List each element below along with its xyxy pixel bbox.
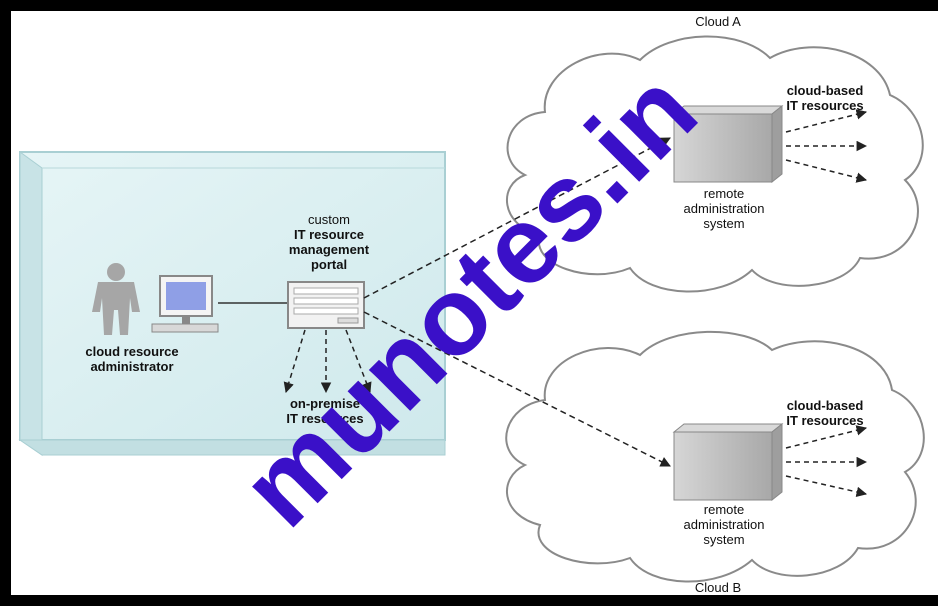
portal-to-remote-arrows [363,137,671,467]
cloud-a-label: Cloud A [695,14,741,29]
cloud-b-resources-line2: IT resources [786,413,863,428]
portal-label-line2: IT resource [294,227,364,242]
remote-admin-b-line3: system [703,532,744,547]
portal-label-line4: portal [311,257,347,272]
management-portal-icon [287,281,365,329]
portal-label-line1: custom [308,212,350,227]
cloud-b-label: Cloud B [695,580,741,595]
remote-admin-a-line2: administration [684,201,765,216]
remote-admin-b-line1: remote [704,502,744,517]
cloud-a-resources-line2: IT resources [786,98,863,113]
portal-label-line3: management [289,242,370,257]
admin-label-line2: administrator [90,359,173,374]
on-premise-environment [18,151,446,456]
cloud-b-resource-arrows [785,425,868,498]
remote-admin-a-line1: remote [704,186,744,201]
server-b-icon [672,422,784,502]
on-premise-label-line2: IT resources [286,411,363,426]
cloud-b-resources-line1: cloud-based [787,398,864,413]
remote-admin-b-line2: administration [684,517,765,532]
cloud-a-resources-line1: cloud-based [787,83,864,98]
remote-admin-a-line3: system [703,216,744,231]
admin-label-line1: cloud resource [85,344,178,359]
server-a-icon [672,104,784,184]
computer-icon [151,275,219,333]
on-premise-label-line1: on-premise [290,396,360,411]
on-premise-arrows [283,329,372,394]
cloud-a-resource-arrows [785,109,868,183]
person-icon [92,263,140,335]
